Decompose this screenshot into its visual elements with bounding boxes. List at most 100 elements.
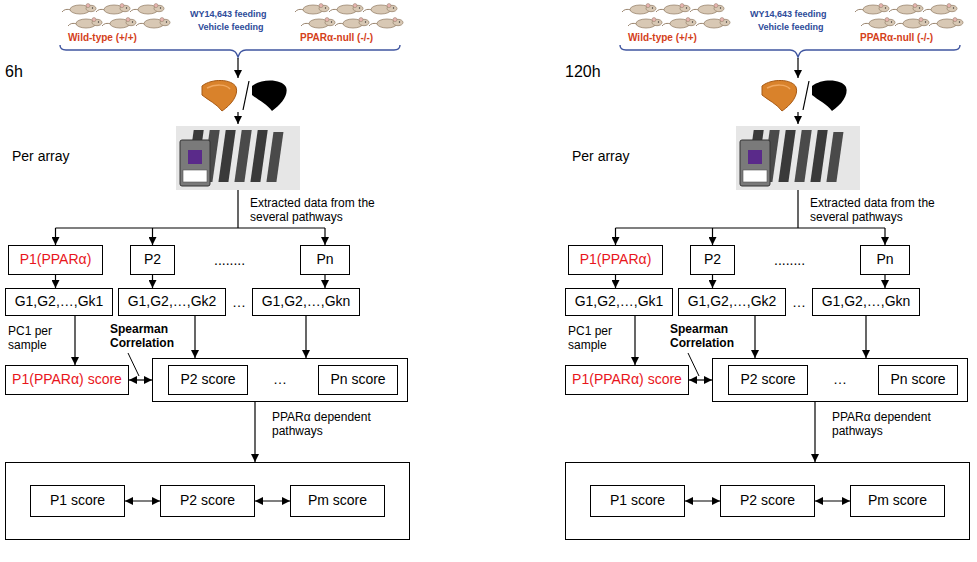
annotation-label: Spearman Correlation [670,322,742,350]
annotation-label: 6h [5,62,23,81]
annotation-label: … [792,294,806,310]
connector-arrow [129,379,152,380]
annotation-label: PC1 per sample [8,324,68,352]
box-text: P1 score [610,493,665,508]
box-text: P2 score [180,493,235,508]
box-text: P1 score [50,493,105,508]
annotation-label: PC1 per sample [568,324,628,352]
connector-arrow [255,500,290,501]
connector-arrow [152,275,153,288]
annotation-label: ........ [214,252,245,268]
process-box: P1(PPARα) score [5,365,129,395]
connector-arrow [254,402,255,462]
annotation-label: PPARα-null (-/-) [300,32,373,44]
process-box: P1(PPARα) [8,245,103,275]
annotation-label: 120h [565,62,601,81]
process-box: P1(PPARα) [568,245,663,275]
box-text: G1,G2,…,Gk2 [128,294,217,309]
box-text: Pm score [868,493,927,508]
process-box: G1,G2,…,Gk2 [118,288,226,316]
connector-arrow [712,275,713,288]
annotation-label: Per array [12,148,70,164]
connector-arrow [815,500,850,501]
process-box: P2 score [168,365,248,395]
annotation-label: Per array [572,148,630,164]
process-box: G1,G2,…,Gkn [812,288,920,316]
connector-arrow [754,316,755,358]
connector-arrow [615,275,616,288]
annotation-label: Spearman Correlation [110,322,182,350]
connector-arrow [814,402,815,462]
group-box: … P2 score Pn score [712,358,968,402]
process-box: P1(PPARα) score [565,365,689,395]
connector-arrow [55,275,56,288]
process-box: G1,G2,…,Gk1 [565,288,673,316]
group-box: P1 score P2 score Pm score [5,462,410,540]
annotation-label: Wild-type (+/+) [628,32,697,44]
connector-arrow [865,316,866,358]
box-text: P2 score [180,372,235,387]
process-box: P1 score [30,485,125,517]
box-text: Pn score [330,372,385,387]
box-text: Pn [316,252,333,267]
process-box: P2 score [160,485,255,517]
box-text: G1,G2,…,Gkn [822,294,911,309]
right-panel-illustration [616,4,964,376]
box-text: … [833,372,847,387]
connector-arrow [74,316,75,365]
connector-arrow [194,316,195,358]
annotation-label: WY14,643 feeding [750,9,827,20]
box-text: G1,G2,…,Gk1 [575,294,664,309]
box-text: G1,G2,…,Gk2 [688,294,777,309]
box-text: P2 score [740,493,795,508]
box-text: P1(PPARα) [20,252,92,267]
annotation-label: … [232,294,246,310]
process-box: G1,G2,…,Gk2 [678,288,786,316]
box-text: Pn score [890,372,945,387]
annotation-label: PPARα dependent pathways [832,410,946,438]
process-box: P1 score [590,485,685,517]
connector-arrow [305,316,306,358]
process-box: P2 score [720,485,815,517]
process-box: Pn score [318,365,398,395]
left-panel-illustration [56,4,404,376]
group-box: P1 score P2 score Pm score [565,462,970,540]
connector-arrow [884,275,885,288]
connector-arrow [685,500,720,501]
process-box: G1,G2,…,Gk1 [5,288,113,316]
box-text: Pm score [308,493,367,508]
group-box: … P2 score Pn score [152,358,408,402]
box-text: P2 score [740,372,795,387]
box-text: P2 [704,252,721,267]
connector-arrow [324,275,325,288]
annotation-label: Vehicle feeding [758,22,824,33]
annotation-label: PPARα-null (-/-) [860,32,933,44]
annotation-label: ........ [774,252,805,268]
connector-arrow [634,316,635,365]
process-box: P2 score [728,365,808,395]
box-text: G1,G2,…,Gk1 [15,294,104,309]
annotation-label: PPARα dependent pathways [272,410,386,438]
process-box: P2 [690,245,735,275]
annotation-label: Wild-type (+/+) [68,32,137,44]
connector-arrow [125,500,160,501]
box-text: … [273,372,287,387]
box-text: G1,G2,…,Gkn [262,294,351,309]
box-text: P2 [144,252,161,267]
box-text: Pn [876,252,893,267]
process-box: G1,G2,…,Gkn [252,288,360,316]
box-text: P1(PPARα) [580,252,652,267]
connector-arrow [689,379,712,380]
process-box: Pn [300,245,350,275]
box-text: P1(PPARα) score [572,372,682,387]
annotation-label: Vehicle feeding [198,22,264,33]
process-box: Pn [860,245,910,275]
process-box: P2 [130,245,175,275]
box-text: P1(PPARα) score [12,372,122,387]
process-box: Pm score [290,485,385,517]
process-box: Pm score [850,485,945,517]
annotation-label: WY14,643 feeding [190,9,267,20]
annotation-label: Extracted data from the several pathways [810,196,935,224]
